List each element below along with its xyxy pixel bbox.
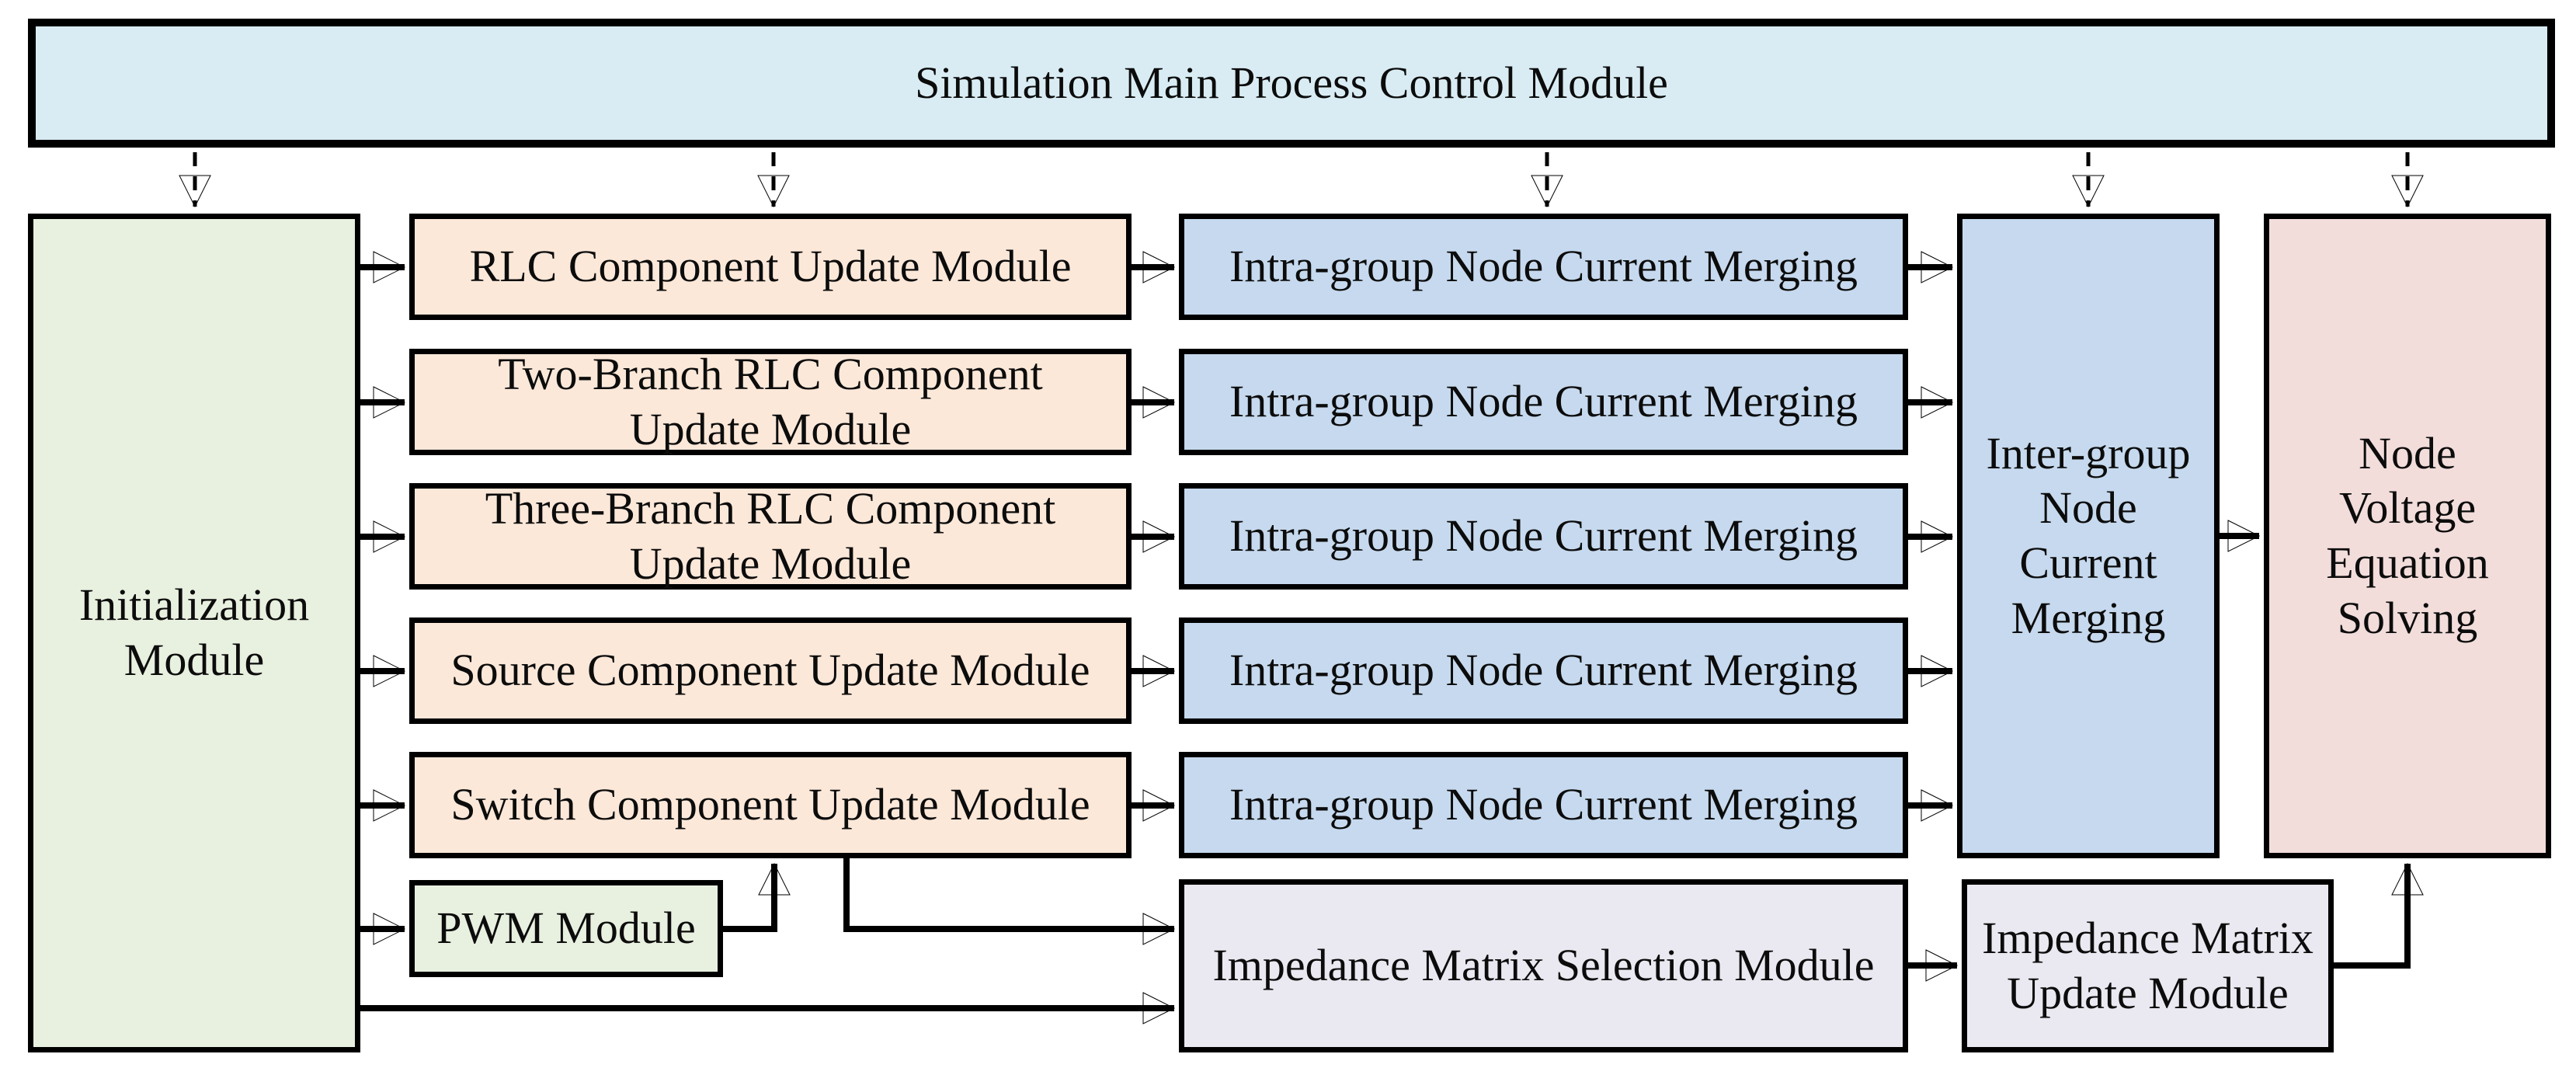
intra-group-merging-box-3: Intra-group Node Current Merging: [1179, 483, 1908, 590]
switch-update-module-label: Switch Component Update Module: [450, 779, 1090, 830]
impedance-matrix-update-label: Impedance Matrix Update Module: [1982, 912, 2314, 1018]
pwm-module-label: PWM Module: [436, 903, 696, 954]
intra-group-merging-label: Intra-group Node Current Merging: [1229, 645, 1858, 696]
node-voltage-solving-label: Node Voltage Equation Solving: [2326, 427, 2489, 643]
intra-group-merging-label: Intra-group Node Current Merging: [1229, 510, 1858, 562]
two-branch-rlc-update-module-box: Two-Branch RLC Component Update Module: [409, 349, 1132, 455]
intra-group-merging-label: Intra-group Node Current Merging: [1229, 376, 1858, 427]
three-branch-rlc-update-module-label: Three-Branch RLC Component Update Module: [485, 482, 1056, 589]
pwm-to-switch-arrow: [723, 862, 791, 932]
initialization-module-label: Initialization Module: [78, 579, 310, 685]
update-to-intra-arrows: [1132, 251, 1176, 822]
source-update-module-label: Source Component Update Module: [450, 645, 1090, 696]
rlc-update-module-label: RLC Component Update Module: [469, 241, 1072, 292]
pwm-module-box: PWM Module: [409, 880, 723, 977]
inter-group-merging-box: Inter-group Node Current Merging: [1957, 214, 2220, 858]
impedance-matrix-selection-label: Impedance Matrix Selection Module: [1212, 940, 1875, 991]
dashed-control-arrows: [179, 152, 2424, 208]
intra-group-merging-box-2: Intra-group Node Current Merging: [1179, 349, 1908, 455]
inter-group-merging-label: Inter-group Node Current Merging: [1986, 427, 2191, 643]
initialization-module-box: Initialization Module: [28, 214, 360, 1052]
rlc-update-module-box: RLC Component Update Module: [409, 214, 1132, 320]
intra-group-merging-box-4: Intra-group Node Current Merging: [1179, 617, 1908, 724]
init-output-arrows: [360, 251, 406, 945]
impedance-matrix-update-box: Impedance Matrix Update Module: [1962, 879, 2334, 1052]
intra-group-merging-box-5: Intra-group Node Current Merging: [1179, 752, 1908, 858]
impedance-matrix-selection-box: Impedance Matrix Selection Module: [1179, 879, 1908, 1052]
main-process-control-label: Simulation Main Process Control Module: [915, 57, 1668, 108]
main-process-control-banner: Simulation Main Process Control Module: [28, 19, 2555, 148]
update-to-nodev-arrow: [2334, 862, 2424, 969]
intra-group-merging-label: Intra-group Node Current Merging: [1229, 241, 1858, 292]
intra-to-inter-arrows: [1908, 251, 1954, 822]
source-update-module-box: Source Component Update Module: [409, 617, 1132, 724]
intra-group-merging-label: Intra-group Node Current Merging: [1229, 779, 1858, 830]
node-voltage-solving-box: Node Voltage Equation Solving: [2264, 214, 2551, 858]
intra-group-merging-box-1: Intra-group Node Current Merging: [1179, 214, 1908, 320]
switch-to-impedance-selection-arrow: [843, 858, 1176, 945]
two-branch-rlc-update-module-label: Two-Branch RLC Component Update Module: [498, 348, 1043, 454]
switch-update-module-box: Switch Component Update Module: [409, 752, 1132, 858]
three-branch-rlc-update-module-box: Three-Branch RLC Component Update Module: [409, 483, 1132, 590]
